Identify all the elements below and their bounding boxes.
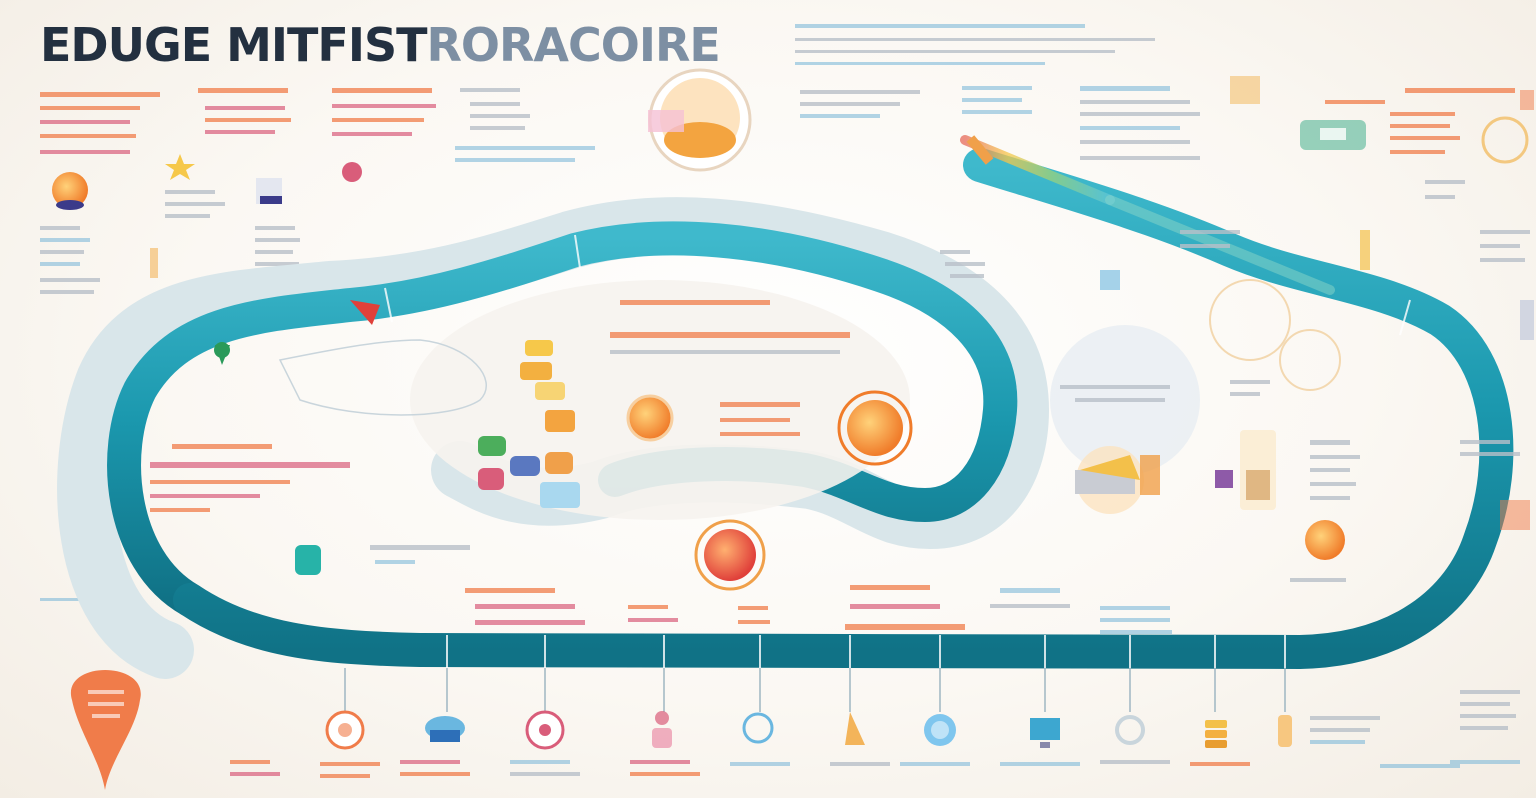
map-pin-icon bbox=[214, 300, 380, 365]
header-decoration-lines bbox=[795, 24, 1155, 65]
cloud-icon bbox=[425, 716, 465, 742]
top-text-blocks bbox=[40, 86, 1515, 162]
bottle-icon bbox=[150, 248, 321, 575]
folder-icon bbox=[1075, 430, 1530, 582]
globe-icon bbox=[924, 714, 956, 746]
bottom-milestone-icons bbox=[325, 710, 1292, 750]
lightbulb-icon bbox=[742, 712, 774, 744]
right-elements bbox=[1050, 76, 1534, 475]
cheese-icon bbox=[478, 340, 580, 508]
red-circle-icon bbox=[694, 519, 1345, 591]
left-text-blocks bbox=[40, 190, 350, 601]
title-part-1: EDUGE MITFIST bbox=[40, 18, 427, 72]
target-icon bbox=[525, 710, 565, 750]
computer-icon bbox=[256, 178, 282, 204]
mid-labels bbox=[370, 545, 1172, 634]
planet-icon bbox=[52, 172, 88, 210]
timeline-stems bbox=[344, 668, 1286, 712]
coin-stack-icon bbox=[1205, 720, 1227, 748]
gear-icon bbox=[1115, 715, 1145, 745]
title-part-2: RORACOIRE bbox=[426, 18, 720, 72]
heart-icon bbox=[342, 162, 362, 182]
flask-icon bbox=[845, 712, 865, 745]
star-icon bbox=[165, 154, 195, 180]
person-icon bbox=[652, 711, 672, 748]
orange-circle-icon bbox=[626, 390, 913, 466]
location-balloon-icon bbox=[70, 670, 141, 790]
food-bowl-icon bbox=[648, 68, 752, 172]
computer-icon bbox=[1030, 718, 1060, 748]
page-title: EDUGE MITFISTRORACOIRE bbox=[40, 22, 721, 68]
bottle-icon bbox=[1278, 715, 1292, 747]
bottom-captions bbox=[230, 690, 1520, 778]
pencil-icon bbox=[940, 135, 1240, 290]
target-icon bbox=[325, 710, 365, 750]
